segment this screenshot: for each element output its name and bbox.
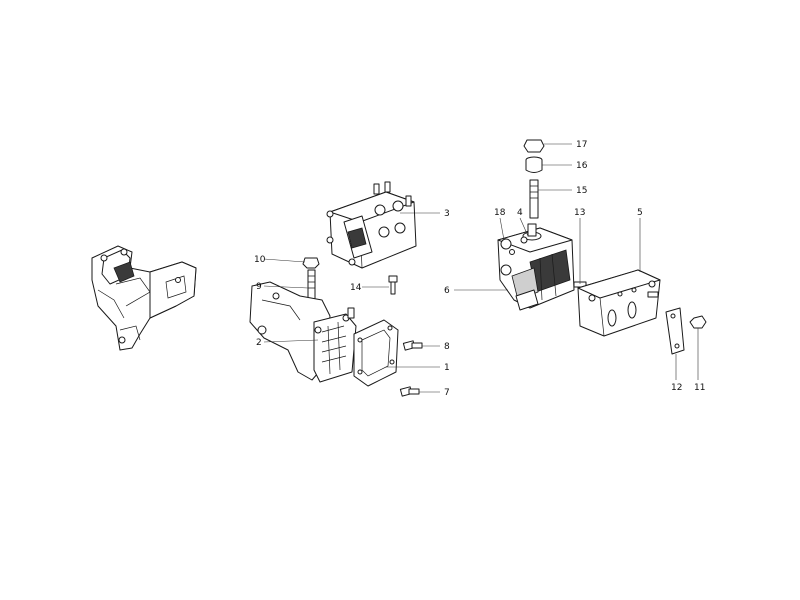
callout-3: 3 <box>444 209 450 219</box>
callout-13: 13 <box>574 208 585 218</box>
part-14-bolt <box>388 275 398 295</box>
callout-11: 11 <box>694 383 705 393</box>
part-8-bolt <box>402 340 423 351</box>
callout-14: 14 <box>350 283 362 293</box>
part-7-bolt <box>399 386 420 397</box>
part-18-plate <box>500 236 528 276</box>
part-17-nut <box>523 139 545 153</box>
part-3-mount-block <box>326 181 417 269</box>
callout-15: 15 <box>576 186 587 196</box>
part-10-nut <box>302 257 320 269</box>
callout-5: 5 <box>637 208 643 218</box>
callout-2: 2 <box>256 338 262 348</box>
part-4-washer <box>522 223 542 241</box>
part-2-bracket <box>249 281 357 383</box>
callout-17: 17 <box>576 140 587 150</box>
part-6-rubber-mount <box>497 227 575 311</box>
callout-4: 4 <box>517 208 523 218</box>
callout-6: 6 <box>444 286 450 296</box>
assembled-mount-view <box>91 245 197 351</box>
callout-labels: 3 14 10 9 2 8 1 7 17 16 15 18 4 13 5 6 1… <box>254 140 705 398</box>
callout-8: 8 <box>444 342 450 352</box>
callout-1: 1 <box>444 363 450 373</box>
part-1-plate <box>353 319 399 387</box>
part-5-side-bracket <box>577 269 661 337</box>
leader-lines <box>263 143 699 393</box>
part-11-nut <box>689 315 707 329</box>
callout-7: 7 <box>444 388 450 398</box>
part-12-link <box>665 307 685 355</box>
callout-12: 12 <box>671 383 682 393</box>
part-15-stud <box>529 179 539 219</box>
callout-9: 9 <box>256 282 262 292</box>
callout-16: 16 <box>576 161 588 171</box>
callout-18: 18 <box>494 208 506 218</box>
part-16-bushing <box>525 156 543 173</box>
callout-10: 10 <box>254 255 266 265</box>
